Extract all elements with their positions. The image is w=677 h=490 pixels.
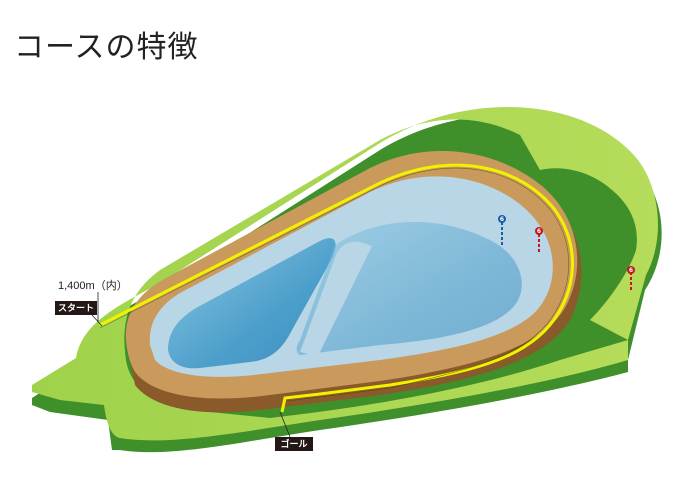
svg-text:ゴール: ゴール (280, 438, 307, 450)
furlong-pole-1: 6 (498, 215, 506, 246)
distance-label: 1,400m（内） (58, 278, 128, 292)
svg-text:スタート: スタート (58, 302, 94, 314)
rail-line (99, 163, 574, 413)
rail-line-edge (99, 167, 569, 402)
furlong-pole-3: 6 (627, 266, 635, 292)
turf-track (32, 107, 658, 441)
svg-text:6: 6 (629, 267, 633, 274)
furlong-pole-2: 6 (535, 227, 543, 254)
goal-tag: ゴール (275, 411, 313, 451)
inner-crossing (300, 241, 372, 356)
start-tag: スタート (55, 301, 103, 327)
svg-text:6: 6 (500, 216, 504, 223)
water-pond (168, 238, 336, 369)
page-title: コースの特徴 (14, 30, 199, 65)
svg-text:6: 6 (537, 228, 541, 235)
